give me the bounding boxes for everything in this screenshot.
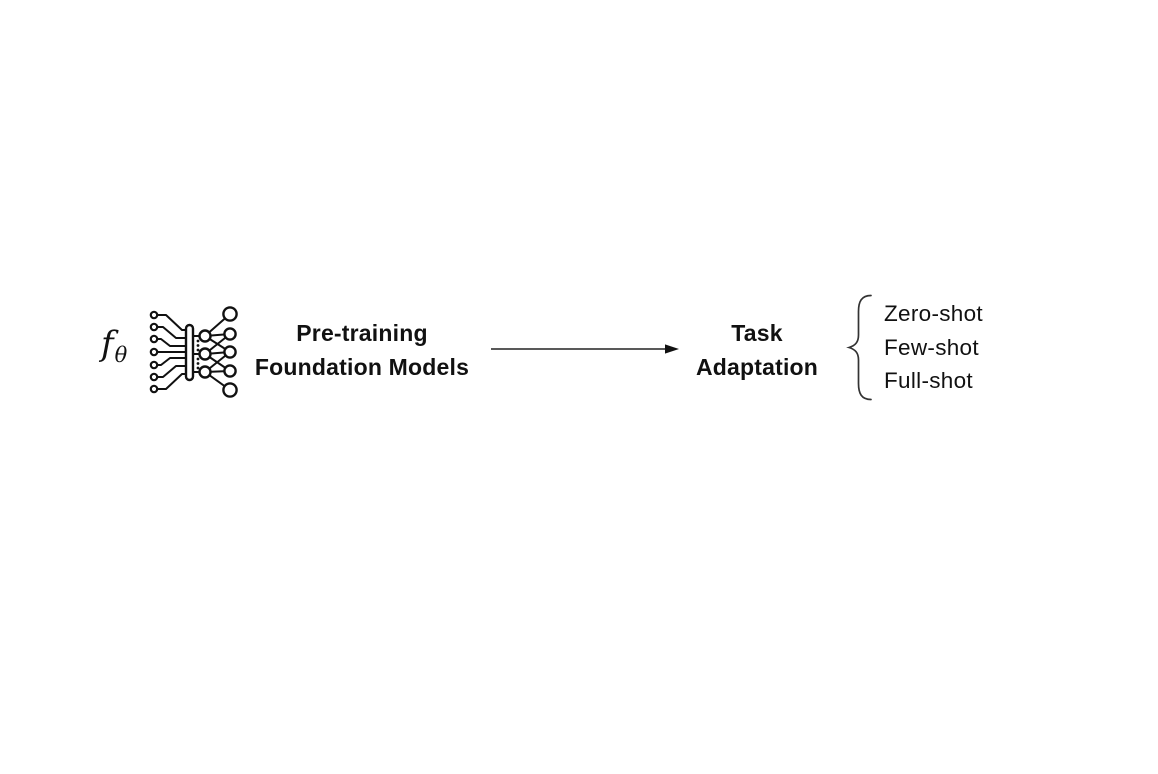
- arrow-right-icon: [490, 342, 680, 356]
- model-symbol-theta-subscript: θ: [114, 343, 128, 367]
- model-symbol: fθ: [101, 324, 128, 367]
- shot-options-list: Zero-shot Few-shot Full-shot: [884, 297, 983, 398]
- task-label-line2: Adaptation: [695, 354, 819, 380]
- pretraining-label-line1: Pre-training: [296, 320, 428, 346]
- model-symbol-f: f: [101, 324, 114, 364]
- shot-option-zero-shot: Zero-shot: [884, 301, 983, 326]
- task-adaptation-label: Task Adaptation: [668, 316, 846, 384]
- shot-option-few-shot: Few-shot: [884, 334, 979, 360]
- shot-option-full-shot: Full-shot: [884, 368, 973, 393]
- neural-network-icon: [146, 301, 240, 401]
- pretraining-label-line2: Foundation Models: [254, 354, 470, 380]
- pretraining-label: Pre-training Foundation Models: [226, 316, 498, 384]
- brace-left-icon: [844, 292, 874, 403]
- task-label-line1: Task: [731, 320, 783, 346]
